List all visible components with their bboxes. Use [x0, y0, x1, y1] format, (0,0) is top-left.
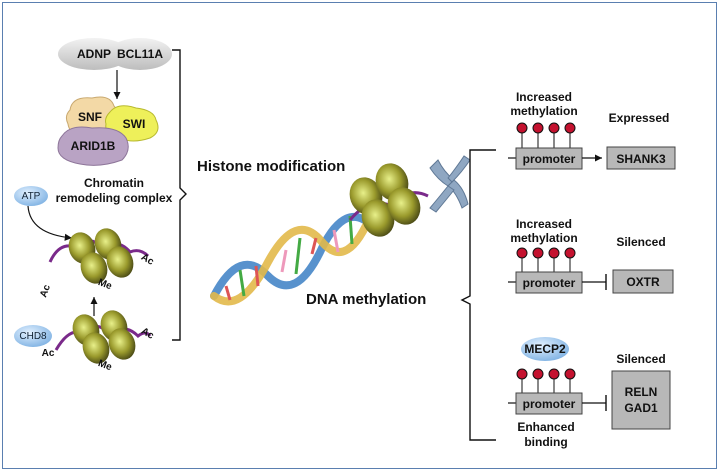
right-bracket [460, 149, 496, 441]
complex-label-line1: Chromatin [84, 176, 144, 190]
acetyl-mark-lower-right: Ac [139, 326, 156, 342]
row3-note-line2: binding [524, 435, 567, 449]
atp-bubble [14, 186, 48, 206]
acetyl-mark-lower-left: Ac [42, 348, 55, 359]
row1-gene-box [606, 146, 676, 170]
atp-label: ATP [22, 191, 41, 202]
histone-modification-label: Histone modification [197, 158, 345, 175]
row1-annotation-line1: Increased [516, 90, 572, 104]
row2-gene-label: OXTR [626, 275, 660, 289]
row1-status-label: Expressed [609, 111, 670, 125]
row1-gene-label: SHANK3 [616, 152, 666, 166]
snf-label: SNF [78, 110, 102, 124]
adnp-label: ADNP [77, 47, 111, 61]
complex-label-line2: remodeling complex [56, 191, 173, 205]
chromosome-icon [429, 155, 471, 213]
nucleosome-cluster-lower [54, 310, 152, 364]
row2-annotation-line2: methylation [510, 231, 577, 245]
swi-label: SWI [123, 117, 146, 131]
row2-methyl-lollipops [516, 247, 576, 273]
row2-status-label: Silenced [616, 235, 665, 249]
bcl11a-oval [108, 38, 172, 70]
chd8-label: CHD8 [19, 331, 47, 342]
row3-methyl-lollipops [516, 368, 576, 394]
row2-annotation-line1: Increased [516, 217, 572, 231]
row1-promoter-label: promoter [523, 152, 576, 166]
row3-gene2-label: GAD1 [624, 401, 658, 415]
mecp2-bubble [521, 337, 569, 361]
chd8-bubble [14, 325, 52, 347]
bcl11a-label: BCL11A [117, 47, 163, 61]
row3-gene1-label: RELN [625, 385, 658, 399]
row3-gene-box [611, 370, 671, 430]
row2-promoter-label: promoter [523, 276, 576, 290]
acetyl-mark-upper-right: Ac [139, 252, 156, 268]
adnp-oval [58, 38, 130, 70]
atp-arrow [27, 205, 73, 241]
dna-helix [210, 208, 376, 306]
row1-methyl-lollipops [516, 122, 576, 150]
methyl-mark-upper: Me [96, 277, 113, 292]
row2-gene-box [612, 269, 674, 294]
arid1b-label: ARID1B [71, 139, 116, 153]
left-bracket [172, 49, 187, 341]
chromatin-fiber [348, 163, 429, 237]
acetyl-mark-upper-left: Ac [38, 283, 53, 299]
row3-status-label: Silenced [616, 352, 665, 366]
figure-frame [2, 2, 717, 469]
nucleosome-cluster-upper [48, 228, 150, 284]
methyl-mark-lower: Me [96, 358, 113, 373]
dna-methylation-label: DNA methylation [306, 291, 426, 308]
mecp2-label: MECP2 [524, 342, 566, 356]
arid1b-shape [57, 126, 129, 166]
row1-annotation-line2: methylation [510, 104, 577, 118]
row3-note-line1: Enhanced [517, 420, 574, 434]
row3-promoter-label: promoter [523, 397, 576, 411]
